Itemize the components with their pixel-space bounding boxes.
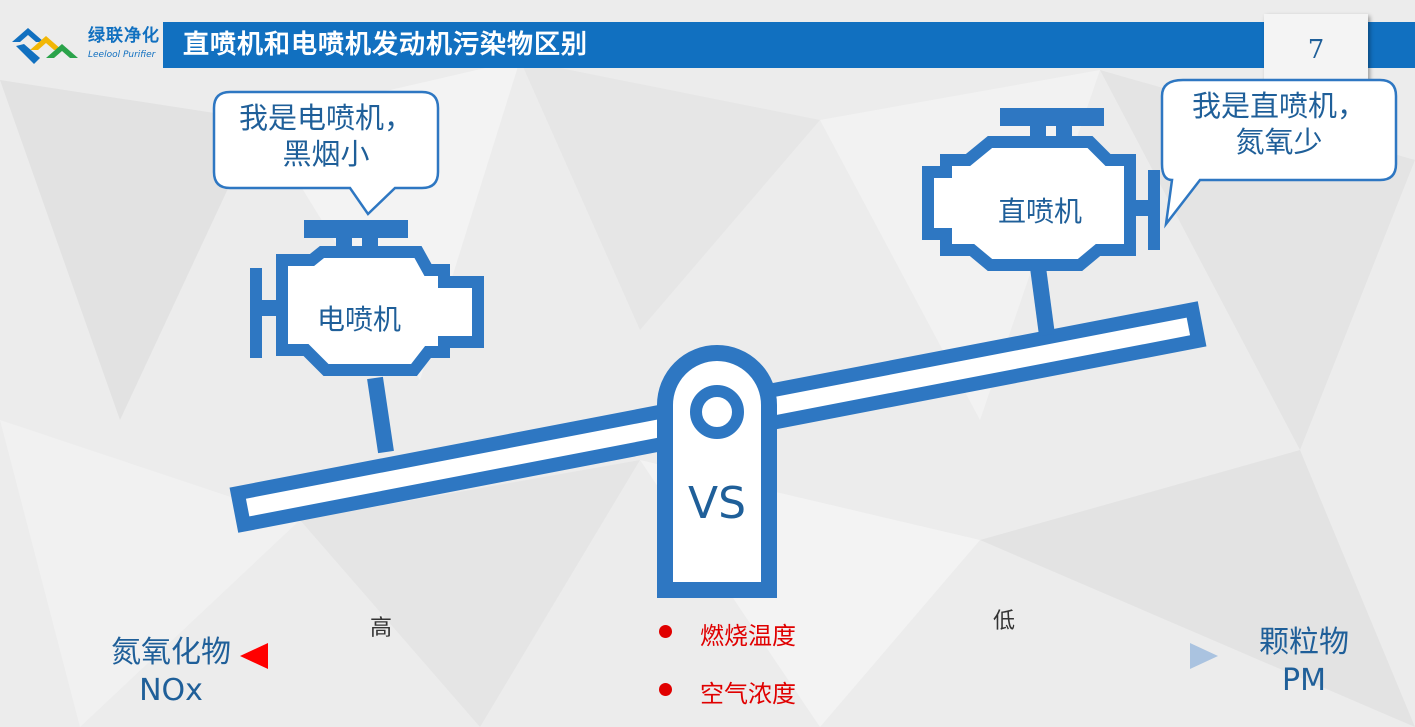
engine-icon-right	[922, 108, 1160, 271]
page-number: 7	[1307, 35, 1325, 65]
engine-icon-left	[250, 220, 484, 376]
factor-combustion-temp: 燃烧温度	[700, 622, 796, 650]
left-bubble-text: 我是电喷机， 黑烟小	[220, 100, 432, 172]
speech-bubble-left	[212, 90, 440, 216]
right-bubble-line1: 我是直喷机，	[1191, 89, 1366, 123]
left-engine-label: 电喷机	[317, 303, 402, 336]
factor-bullet-icon	[659, 625, 672, 638]
left-bubble-line2: 黑烟小	[282, 137, 370, 171]
page-number-box: 7	[1264, 14, 1368, 86]
pm-label: 颗粒物 PM	[1234, 624, 1374, 700]
arrow-left-head-icon	[240, 643, 268, 669]
factor-bullet-icon	[659, 683, 672, 696]
nox-sub: NOx	[139, 673, 203, 708]
nox-title: 氮氧化物	[111, 635, 231, 670]
brand-name: 绿联净化	[88, 26, 160, 46]
right-bubble-text: 我是直喷机， 氮氧少	[1168, 88, 1390, 160]
vs-label: VS	[688, 478, 747, 529]
title-bar	[163, 22, 1415, 68]
low-label: 低	[993, 609, 1016, 634]
left-bubble-line1: 我是电喷机，	[238, 101, 413, 135]
engine-post-right	[1029, 258, 1055, 337]
high-label: 高	[370, 616, 393, 641]
brand-tagline: Leelool Purifier	[88, 50, 156, 60]
pm-sub: PM	[1282, 663, 1326, 698]
pollution-arrow	[240, 643, 1218, 669]
factor-air-concentration: 空气浓度	[700, 680, 796, 708]
speech-bubble-right	[1160, 78, 1398, 229]
page-title: 直喷机和电喷机发动机污染物区别	[183, 30, 589, 60]
seesaw-fulcrum	[657, 345, 777, 598]
brand-logo-icon	[12, 28, 78, 64]
nox-label: 氮氧化物 NOx	[96, 634, 246, 710]
right-bubble-line2: 氮氧少	[1235, 125, 1323, 159]
pm-title: 颗粒物	[1259, 625, 1349, 660]
arrow-right-head-icon	[1190, 643, 1218, 669]
right-engine-label: 直喷机	[998, 195, 1083, 228]
engine-post-left	[367, 376, 394, 454]
